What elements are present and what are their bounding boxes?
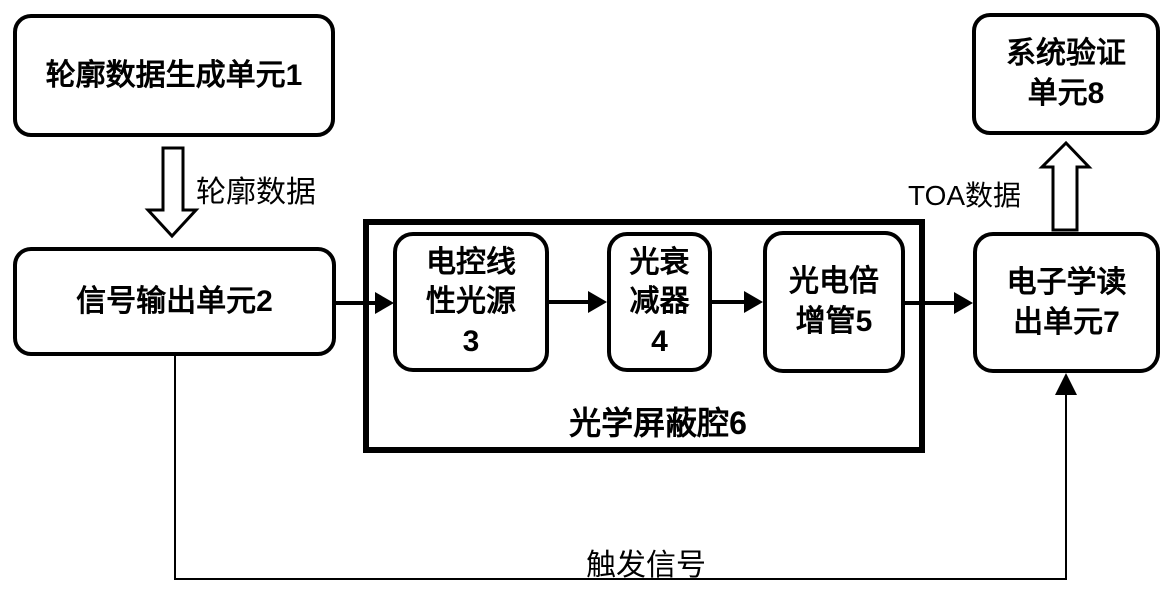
arrow-unit2-to-unit3 xyxy=(336,292,394,314)
node-electronics-readout-unit7: 电子学读 出单元7 xyxy=(973,232,1160,373)
node-label-line: 减器 xyxy=(629,285,690,319)
node-label-line: 增管5 xyxy=(795,305,873,338)
node-electrically-controlled-linear-light-source-unit3: 电控线 性光源 3 xyxy=(393,232,549,372)
node-label-line: 3 xyxy=(462,324,480,358)
node-optical-attenuator-unit4: 光衰 减器 4 xyxy=(607,232,712,372)
node-label-line: 电控线 xyxy=(426,245,516,279)
node-label-line: 单元8 xyxy=(1027,77,1105,110)
hollow-arrow-toa-data-up xyxy=(1038,140,1093,232)
node-label-line: 光电倍 xyxy=(789,265,879,299)
node-label: 轮廓数据生成单元1 xyxy=(45,58,303,92)
node-photomultiplier-tube-unit5: 光电倍 增管5 xyxy=(763,231,905,373)
node-label-line: 性光源 xyxy=(426,285,516,319)
hollow-arrow-contour-data-down xyxy=(144,146,200,239)
label-contour-data: 轮廓数据 xyxy=(196,176,316,209)
node-label-line: 4 xyxy=(651,324,668,358)
label-optical-shielding-cavity-6: 光学屏蔽腔6 xyxy=(569,405,747,441)
node-label-line: 系统验证 xyxy=(1006,37,1126,71)
node-label-line: 光衰 xyxy=(629,245,690,279)
node-system-verification-unit8: 系统验证 单元8 xyxy=(972,13,1160,135)
node-label: 信号输出单元2 xyxy=(76,284,273,318)
label-trigger-signal: 触发信号 xyxy=(586,549,706,582)
container-optical-shielding-cavity-6: 光学屏蔽腔6 xyxy=(363,219,925,453)
node-signal-output-unit2: 信号输出单元2 xyxy=(13,247,336,356)
arrow-unit5-to-unit7 xyxy=(905,292,973,314)
node-label-line: 电子学读 xyxy=(1006,265,1127,299)
label-toa-data: TOA数据 xyxy=(908,180,1022,211)
line-trigger-signal xyxy=(174,356,1077,580)
node-contour-data-generation-unit1: 轮廓数据生成单元1 xyxy=(13,14,335,137)
node-label-line: 出单元7 xyxy=(1013,305,1120,339)
arrow-unit4-to-unit5 xyxy=(712,291,763,313)
arrow-unit3-to-unit4 xyxy=(549,291,607,313)
